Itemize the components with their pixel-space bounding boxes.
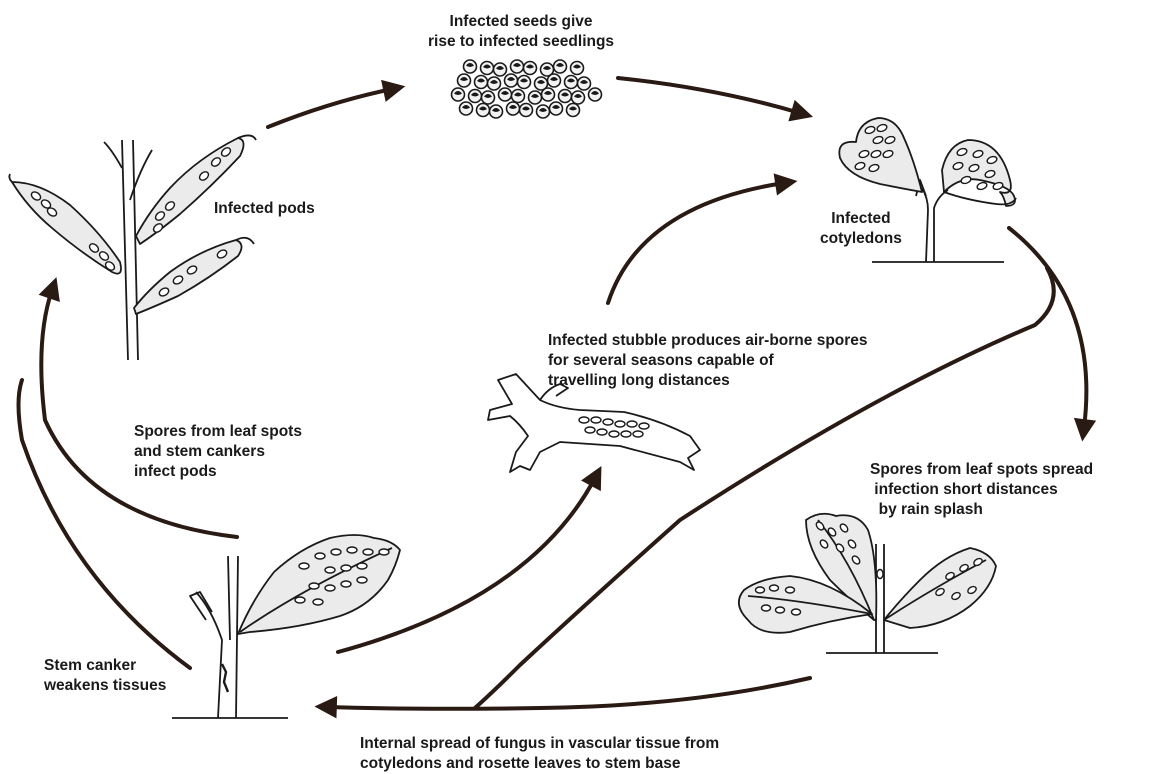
arrow-cotyledons-to-rosette [1009, 228, 1086, 428]
label-infected-stubble: Infected stubble produces air-borne spor… [548, 331, 868, 391]
infected-seeds-illustration [452, 60, 602, 118]
label-stem-canker: Stem canker weakens tissues [44, 656, 166, 696]
arrow-canker-to-pods-inner [41, 290, 237, 537]
infected-pods-plant [9, 135, 256, 360]
arrow-rosette-to-canker [328, 678, 810, 709]
rosette-leaves-plant [739, 514, 996, 653]
label-spores-leaf-stem: Spores from leaf spots and stem cankers … [134, 422, 302, 482]
stem-canker-plant [172, 535, 400, 718]
label-internal-spread: Internal spread of fungus in vascular ti… [360, 734, 719, 774]
arrow-pods-to-seeds [268, 89, 392, 127]
label-infected-cotyledons: Infected cotyledons [820, 209, 902, 249]
label-infected-seeds: Infected seeds give rise to infected see… [428, 12, 614, 52]
arrow-stubble-to-cotyledons [608, 183, 784, 303]
label-spores-rain-splash: Spores from leaf spots spread infection … [870, 460, 1093, 520]
arrow-seeds-to-cotyledons [618, 78, 800, 113]
label-infected-pods: Infected pods [214, 199, 315, 219]
